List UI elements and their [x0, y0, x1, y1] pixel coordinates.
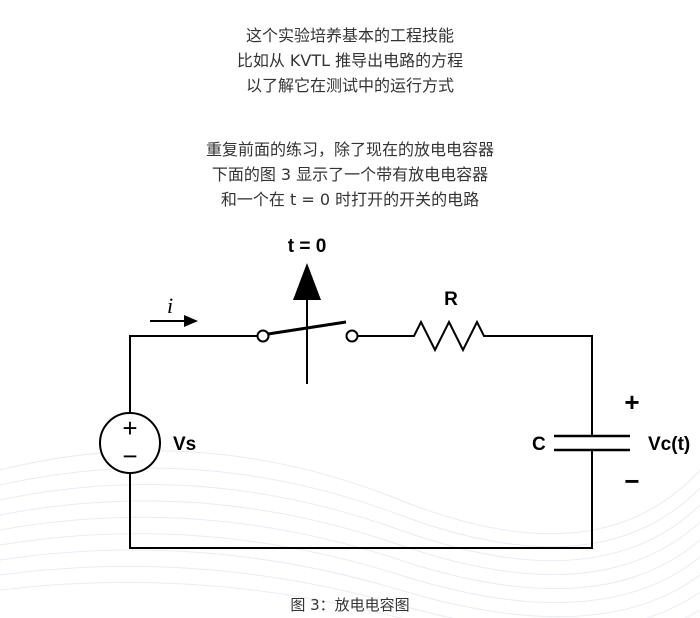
current-label: i: [167, 293, 173, 318]
source-minus-sign: −: [122, 441, 137, 471]
resistor-label: R: [444, 289, 458, 310]
wire-left-top: [129, 335, 258, 413]
source-label: Vs: [173, 434, 196, 455]
figure-caption: 图 3：放电电容图: [290, 596, 410, 614]
capacitor-label: C: [532, 434, 546, 455]
voltage-source: [99, 412, 161, 474]
intro-line-2: 比如从 KVTL 推导出电路的方程: [236, 51, 464, 70]
circuit-diagram: t = 0 i R + − Vs C + − Vc(t): [99, 236, 690, 549]
cap-plus-sign: +: [624, 387, 639, 417]
wire-right: [490, 335, 593, 436]
cap-minus-sign: −: [624, 466, 639, 496]
resistor: [405, 319, 490, 353]
wire-bottom: [129, 450, 593, 549]
exercise-paragraph: 重复前面的练习，除了现在的放电电容器 下面的图 3 显示了一个带有放电电容器 和…: [0, 137, 700, 212]
exercise-line-1: 重复前面的练习，除了现在的放电电容器: [205, 140, 494, 159]
intro-line-1: 这个实验培养基本的工程技能: [245, 26, 454, 45]
switch-label: t = 0: [288, 236, 327, 257]
source-plus-sign: +: [122, 413, 137, 443]
switch: [256, 263, 359, 384]
switch-arrow-head: [293, 263, 321, 300]
switch-contact-left: [256, 329, 270, 343]
exercise-line-2: 下面的图 3 显示了一个带有放电电容器: [211, 165, 489, 184]
intro-line-3: 以了解它在测试中的运行方式: [245, 76, 454, 95]
exercise-line-3: 和一个在 t = 0 时打开的开关的电路: [220, 190, 480, 209]
current-arrow: [150, 315, 198, 327]
switch-contact-right: [345, 329, 359, 343]
cap-voltage-label: Vc(t): [648, 434, 690, 455]
intro-paragraph: 这个实验培养基本的工程技能 比如从 KVTL 推导出电路的方程 以了解它在测试中…: [0, 23, 700, 98]
